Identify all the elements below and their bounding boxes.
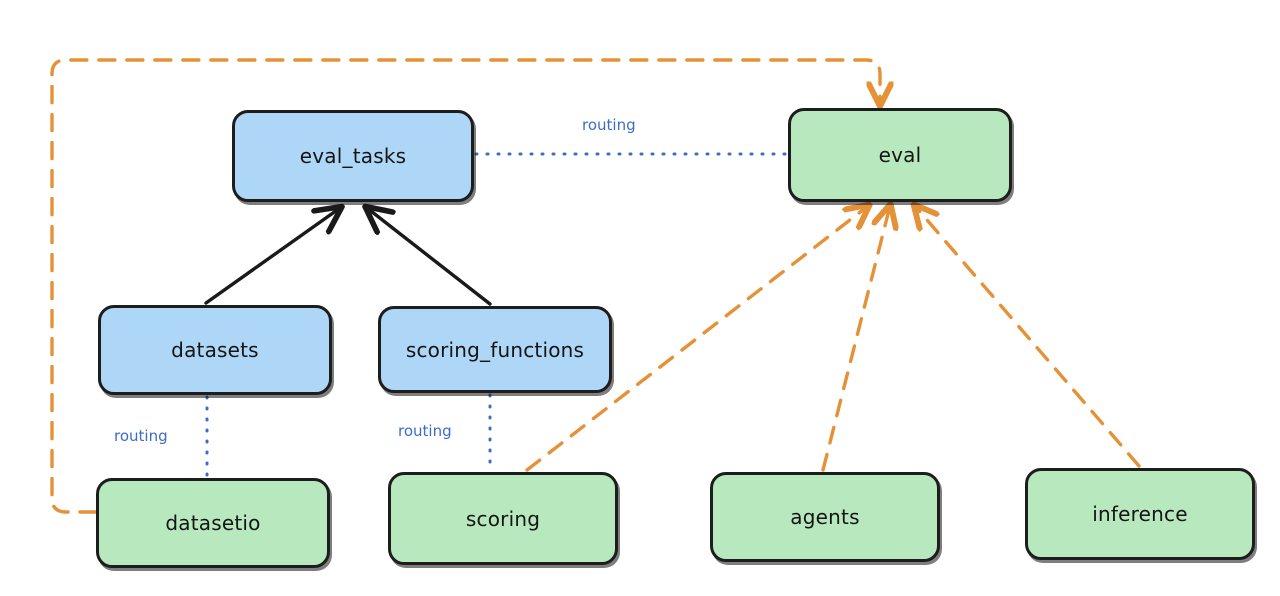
node-eval[interactable]: eval [788,108,1012,202]
edge-datasets-eval_tasks [204,208,340,305]
edge-scoring_functions-eval_tasks [367,208,492,306]
edge-inference-eval [915,206,1141,468]
node-label-eval: eval [878,143,922,167]
edge-label-routing-datasets-datasetio: routing [112,427,170,445]
node-scoring-functions[interactable]: scoring_functions [378,306,612,393]
node-label-scoring: scoring [465,506,541,531]
node-datasetio[interactable]: datasetio [96,478,330,568]
node-eval-tasks[interactable]: eval_tasks [232,110,474,202]
node-label-inference: inference [1092,502,1188,526]
node-label-agents: agents [790,505,860,529]
edge-label-routing-eval-tasks-eval: routing [580,116,638,134]
node-scoring[interactable]: scoring [388,472,618,565]
node-label-scoring-functions: scoring_functions [405,337,585,362]
node-label-datasets: datasets [171,338,259,362]
node-inference[interactable]: inference [1025,468,1255,560]
node-agents[interactable]: agents [710,472,940,562]
edge-agents-eval [821,206,890,472]
node-datasets[interactable]: datasets [98,305,332,395]
node-label-datasetio: datasetio [165,511,261,535]
node-label-eval-tasks: eval_tasks [299,144,407,168]
edge-label-routing-scoring-functions-scoring: routing [396,422,454,440]
